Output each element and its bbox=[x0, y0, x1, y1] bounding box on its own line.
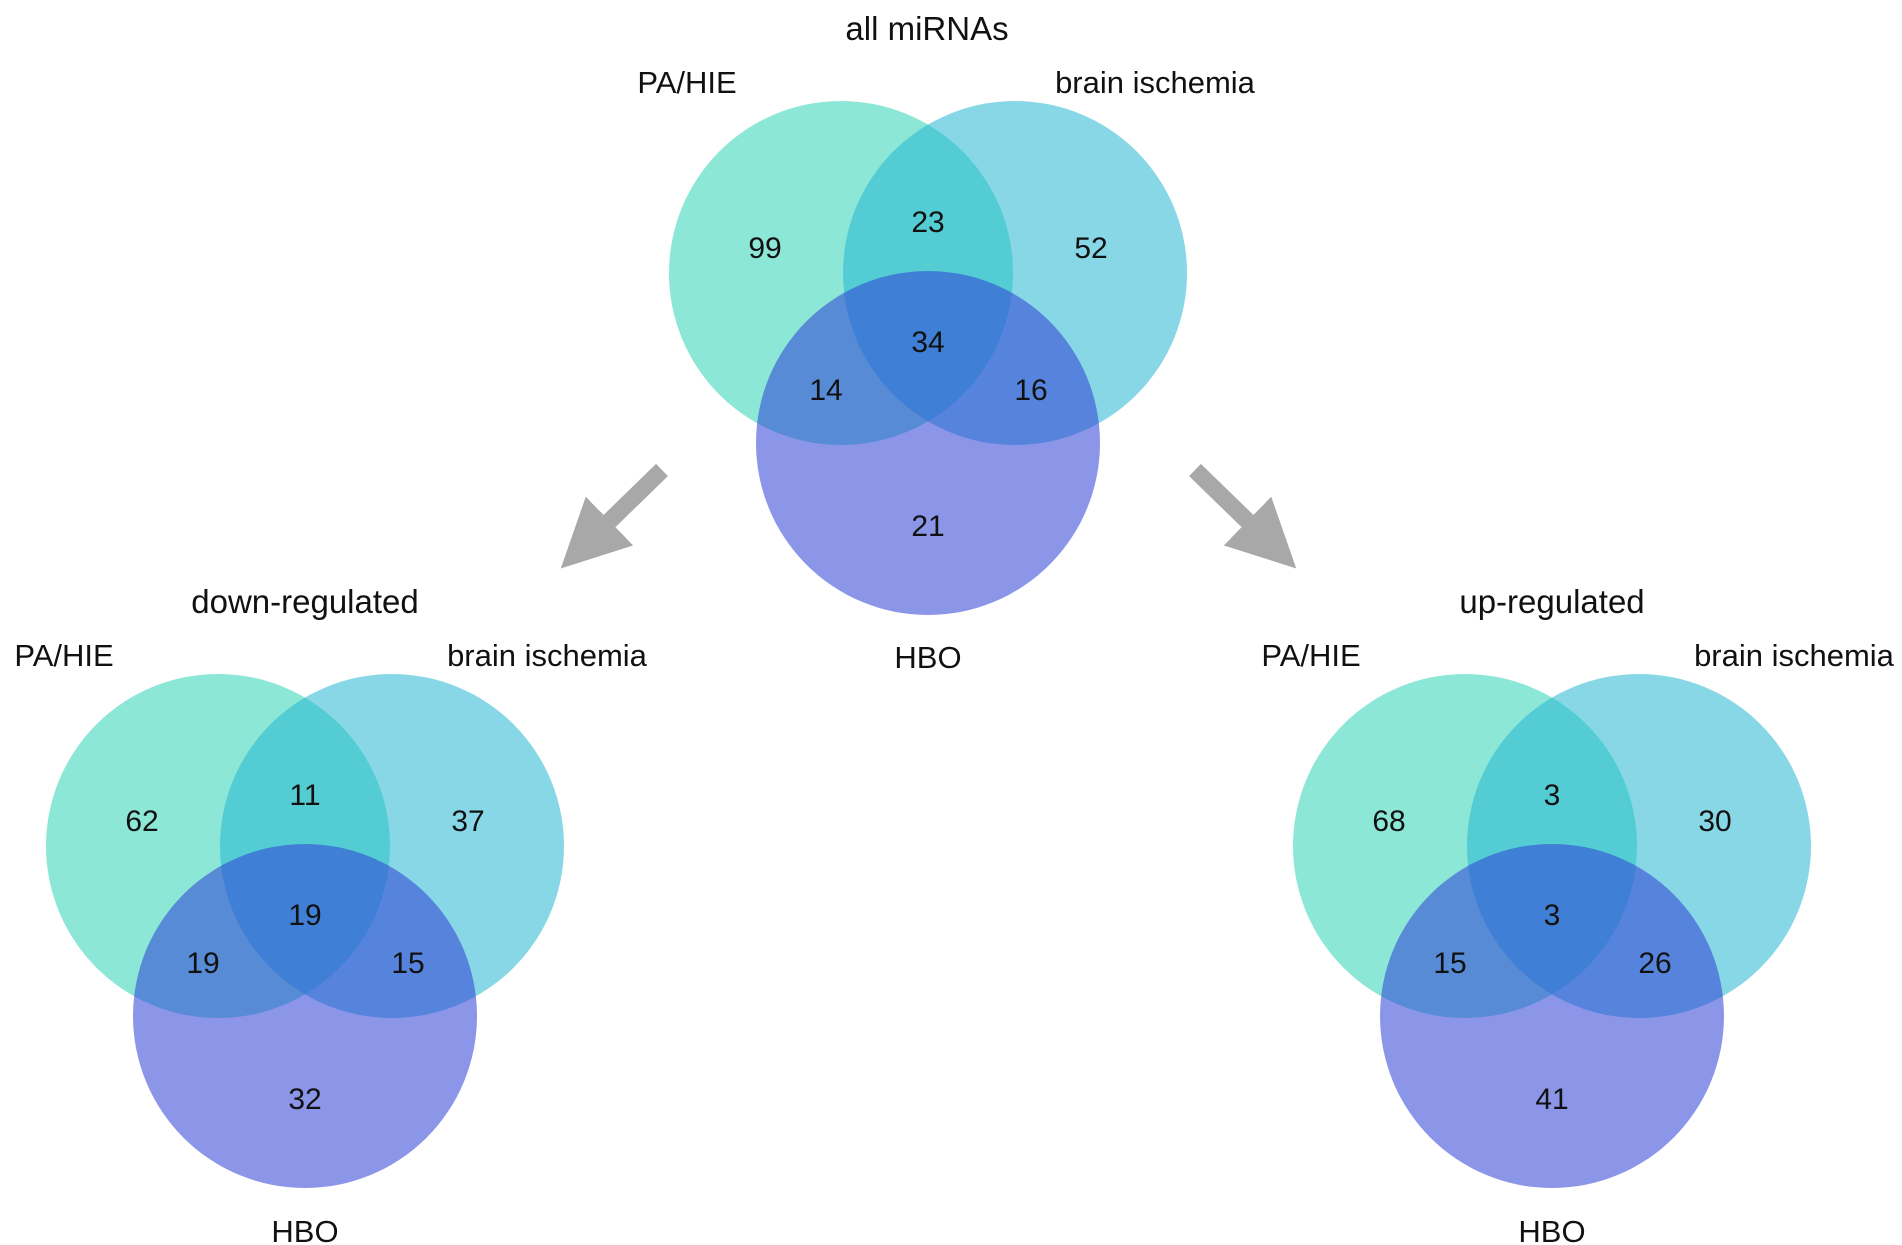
set-label-pa-hie: PA/HIE bbox=[14, 638, 113, 673]
region-all-three: 3 bbox=[1544, 899, 1561, 932]
region-brain-ischemia-only: 30 bbox=[1698, 805, 1731, 838]
region-brain-ischemia-only: 52 bbox=[1074, 232, 1107, 265]
region-pa-hie-only: 68 bbox=[1372, 805, 1405, 838]
set-label-brain-ischemia: brain ischemia bbox=[1694, 638, 1895, 673]
region-pa-hie-hbo: 14 bbox=[809, 374, 842, 407]
region-pa-hie-only: 99 bbox=[748, 232, 781, 265]
set-label-hbo: HBO bbox=[271, 1214, 338, 1245]
region-hbo-only: 41 bbox=[1535, 1083, 1568, 1116]
region-hbo-only: 21 bbox=[911, 510, 944, 543]
venn-circle-hbo bbox=[756, 271, 1100, 615]
set-label-hbo: HBO bbox=[894, 640, 961, 675]
arrow-down-right-icon bbox=[1189, 463, 1297, 569]
venn-circle-hbo bbox=[133, 844, 477, 1188]
region-pa-hie-hbo: 15 bbox=[1433, 947, 1466, 980]
set-label-pa-hie: PA/HIE bbox=[637, 65, 736, 100]
arrow-down-left-icon bbox=[560, 463, 668, 569]
region-hbo-only: 32 bbox=[288, 1083, 321, 1116]
region-pa-hie-brain-ischemia: 23 bbox=[911, 206, 944, 239]
venn-circle-hbo bbox=[1380, 844, 1724, 1188]
region-all-three: 19 bbox=[288, 899, 321, 932]
venn-title: up-regulated bbox=[1459, 583, 1644, 620]
region-pa-hie-brain-ischemia: 3 bbox=[1544, 779, 1561, 812]
region-brain-ischemia-hbo: 16 bbox=[1014, 374, 1047, 407]
region-brain-ischemia-only: 37 bbox=[451, 805, 484, 838]
region-pa-hie-only: 62 bbox=[125, 805, 158, 838]
region-brain-ischemia-hbo: 15 bbox=[391, 947, 424, 980]
set-label-brain-ischemia: brain ischemia bbox=[447, 638, 648, 673]
venn-all-mirnas: all miRNAs PA/HIE brain ischemia HBO 99 … bbox=[637, 10, 1255, 675]
set-label-hbo: HBO bbox=[1518, 1214, 1585, 1245]
venn-up-regulated: up-regulated PA/HIE brain ischemia HBO 6… bbox=[1261, 583, 1894, 1245]
venn-down-regulated: down-regulated PA/HIE brain ischemia HBO… bbox=[14, 583, 647, 1245]
region-pa-hie-brain-ischemia: 11 bbox=[289, 779, 320, 812]
region-all-three: 34 bbox=[911, 326, 944, 359]
venn-title: down-regulated bbox=[191, 583, 419, 620]
region-brain-ischemia-hbo: 26 bbox=[1638, 947, 1671, 980]
set-label-pa-hie: PA/HIE bbox=[1261, 638, 1360, 673]
venn-title: all miRNAs bbox=[845, 10, 1008, 47]
region-pa-hie-hbo: 19 bbox=[186, 947, 219, 980]
set-label-brain-ischemia: brain ischemia bbox=[1055, 65, 1256, 100]
